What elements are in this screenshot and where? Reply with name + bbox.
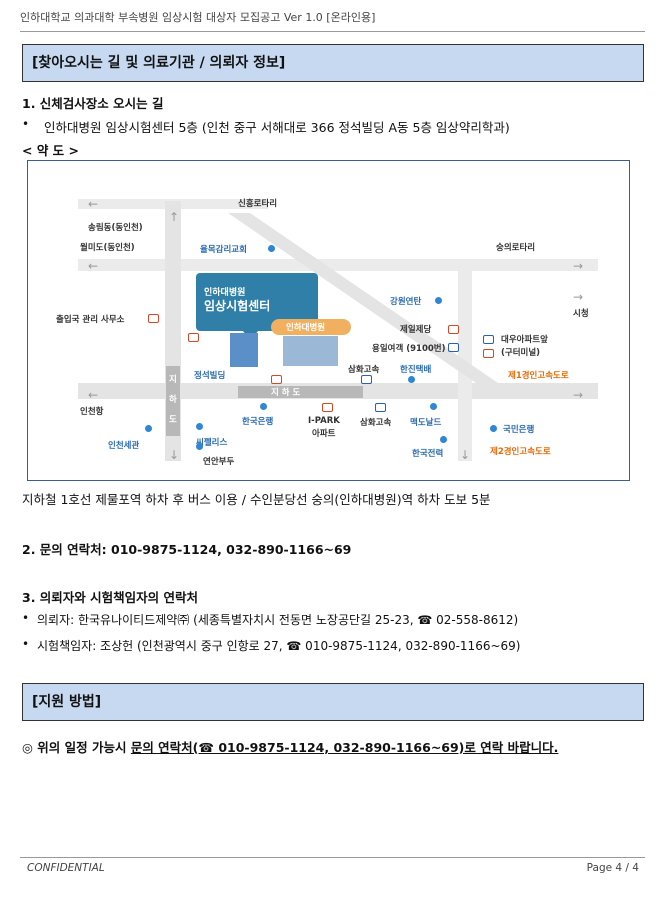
map-label: 한진택배: [400, 365, 432, 375]
center-subtitle: 임상시험센터: [204, 299, 271, 313]
map-label: 인천세관: [108, 441, 140, 451]
bus-stop-icon: [375, 403, 386, 412]
bus-stop-icon: [361, 375, 372, 384]
map-label: I-PARK: [308, 416, 340, 426]
location-dot-icon: [196, 443, 203, 450]
map-label: 아파트: [312, 429, 336, 439]
map-label: 인천항: [80, 407, 104, 417]
footer-page-number: Page 4 / 4: [586, 862, 639, 874]
bus-stop-icon: [271, 375, 282, 384]
map-label: 씨펠리스: [196, 438, 228, 448]
map-label: 삼화고속: [360, 418, 392, 428]
map-label: 한국은행: [242, 417, 274, 427]
item2-contact: 2. 문의 연락처: 010-9875-1124, 032-890-1166~6…: [22, 539, 351, 558]
underpass-vertical: [166, 366, 180, 436]
location-map: ← ← → → ← → ↑ ↓ ↓ 신흥로타리 송림동(동인천) 월미도(동인천…: [27, 160, 630, 481]
header-divider: [20, 31, 645, 32]
underpass-label: 지: [169, 375, 177, 385]
bus-stop-icon: [483, 349, 494, 358]
footer-divider: [20, 857, 645, 858]
map-label: 대우아파트앞: [501, 335, 548, 345]
map-label: 제2경인고속도로: [490, 447, 551, 457]
map-label: 시청: [573, 309, 589, 319]
footer-confidential: CONFIDENTIAL: [27, 862, 105, 874]
svg-text:↑: ↑: [169, 210, 179, 224]
map-label: 강원연탄: [390, 297, 422, 307]
location-dot-icon: [435, 297, 442, 304]
svg-text:←: ←: [88, 259, 98, 273]
map-label: 국민은행: [503, 425, 535, 435]
item1-title: 1. 신체검사장소 오시는 길: [22, 96, 164, 111]
map-label: 맥도날드: [410, 418, 442, 428]
center-sign: [196, 273, 318, 331]
location-dot-icon: [260, 403, 267, 410]
transit-directions: 지하철 1호선 제물포역 하차 후 버스 이용 / 수인분당선 숭의(인하대병원…: [22, 492, 491, 507]
center-title: 인하대병원: [204, 288, 246, 298]
svg-text:→: →: [573, 290, 583, 304]
map-label: 월미도(동인천): [80, 243, 135, 253]
bullet: •: [22, 117, 30, 131]
map-label: 출입국 관리 사무소: [56, 315, 125, 325]
location-dot-icon: [145, 425, 152, 432]
document-header: 인하대학교 의과대학 부속병원 임상시험 대상자 모집공고 Ver 1.0 [온…: [20, 11, 376, 24]
location-dot-icon: [196, 423, 203, 430]
map-label: 제1경인고속도로: [508, 371, 569, 381]
map-label: 한국전력: [412, 449, 444, 459]
map-label: 신흥로타리: [238, 199, 278, 209]
map-label: 삼화고속: [348, 365, 380, 375]
svg-text:↓: ↓: [169, 448, 179, 462]
bus-stop-icon: [448, 343, 459, 352]
map-heading: < 약 도 >: [22, 143, 80, 158]
map-label: 숭의로타리: [496, 243, 536, 253]
location-dot-icon: [268, 245, 275, 252]
map-label: 정석빌딩: [194, 371, 226, 381]
bus-stop-icon: [322, 403, 333, 412]
location-dot-icon: [440, 436, 447, 443]
map-label: (구터미널): [501, 348, 541, 358]
apply-contact: 문의 연락처(☎ 010-9875-1124, 032-890-1166~69)…: [130, 740, 559, 755]
bullet: •: [22, 611, 30, 625]
location-dot-icon: [408, 376, 415, 383]
map-label: 송림동(동인천): [88, 223, 143, 233]
underpass-label: 도: [169, 415, 177, 425]
svg-text:←: ←: [88, 197, 98, 211]
bus-stop-icon: [483, 335, 494, 344]
map-label: 연안부두: [203, 457, 235, 467]
underpass-bar: [238, 386, 363, 398]
section-title-directions: [찾아오시는 길 및 의료기관 / 의뢰자 정보]: [22, 44, 644, 82]
bus-stop-icon: [448, 325, 459, 334]
item3-sponsor: 의뢰자: 한국유나이티드제약㈜ (세종특별자치시 전동면 노장공단길 25-23…: [37, 613, 519, 627]
underpass-label: 지 하 도: [271, 388, 301, 398]
bullet: •: [22, 637, 30, 651]
item1-address: 인하대병원 임상시험센터 5층 (인천 중구 서해대로 366 정석빌딩 A동 …: [44, 120, 510, 135]
jungseok-building-icon: [230, 333, 258, 367]
underpass-label: 하: [169, 395, 177, 405]
svg-text:→: →: [573, 259, 583, 273]
apply-prefix: ◎ 위의 일정 가능시: [22, 740, 131, 755]
item2-label: 2. 문의 연락처:: [22, 542, 112, 557]
location-dot-icon: [430, 403, 437, 410]
hospital-building-icon: [283, 336, 338, 366]
map-roads: ← ← → → ← → ↑ ↓ ↓: [78, 197, 598, 462]
svg-text:←: ←: [88, 388, 98, 402]
svg-text:→: →: [573, 388, 583, 402]
item3-title: 3. 의뢰자와 시험책임자의 연락처: [22, 590, 199, 605]
item3-pi: 시험책임자: 조상헌 (인천광역시 중구 인항로 27, ☎ 010-9875-…: [37, 639, 521, 653]
item2-phone: 010-9875-1124, 032-890-1166~69: [111, 542, 352, 557]
bus-stop-icon: [148, 314, 159, 323]
hospital-sign-label: 인하대병원: [286, 323, 326, 333]
section-title-apply: [지원 방법]: [22, 683, 644, 721]
apply-instruction: ◎ 위의 일정 가능시 문의 연락처(☎ 010-9875-1124, 032-…: [22, 737, 558, 756]
map-label: 용일여객 (9100번): [372, 344, 446, 354]
svg-text:↓: ↓: [460, 448, 470, 462]
map-label: 제일제당: [400, 325, 432, 335]
map-label: 율목감리교회: [200, 245, 247, 255]
location-dot-icon: [490, 425, 497, 432]
hospital-sign: [271, 319, 351, 335]
bus-stop-icon: [188, 333, 199, 342]
